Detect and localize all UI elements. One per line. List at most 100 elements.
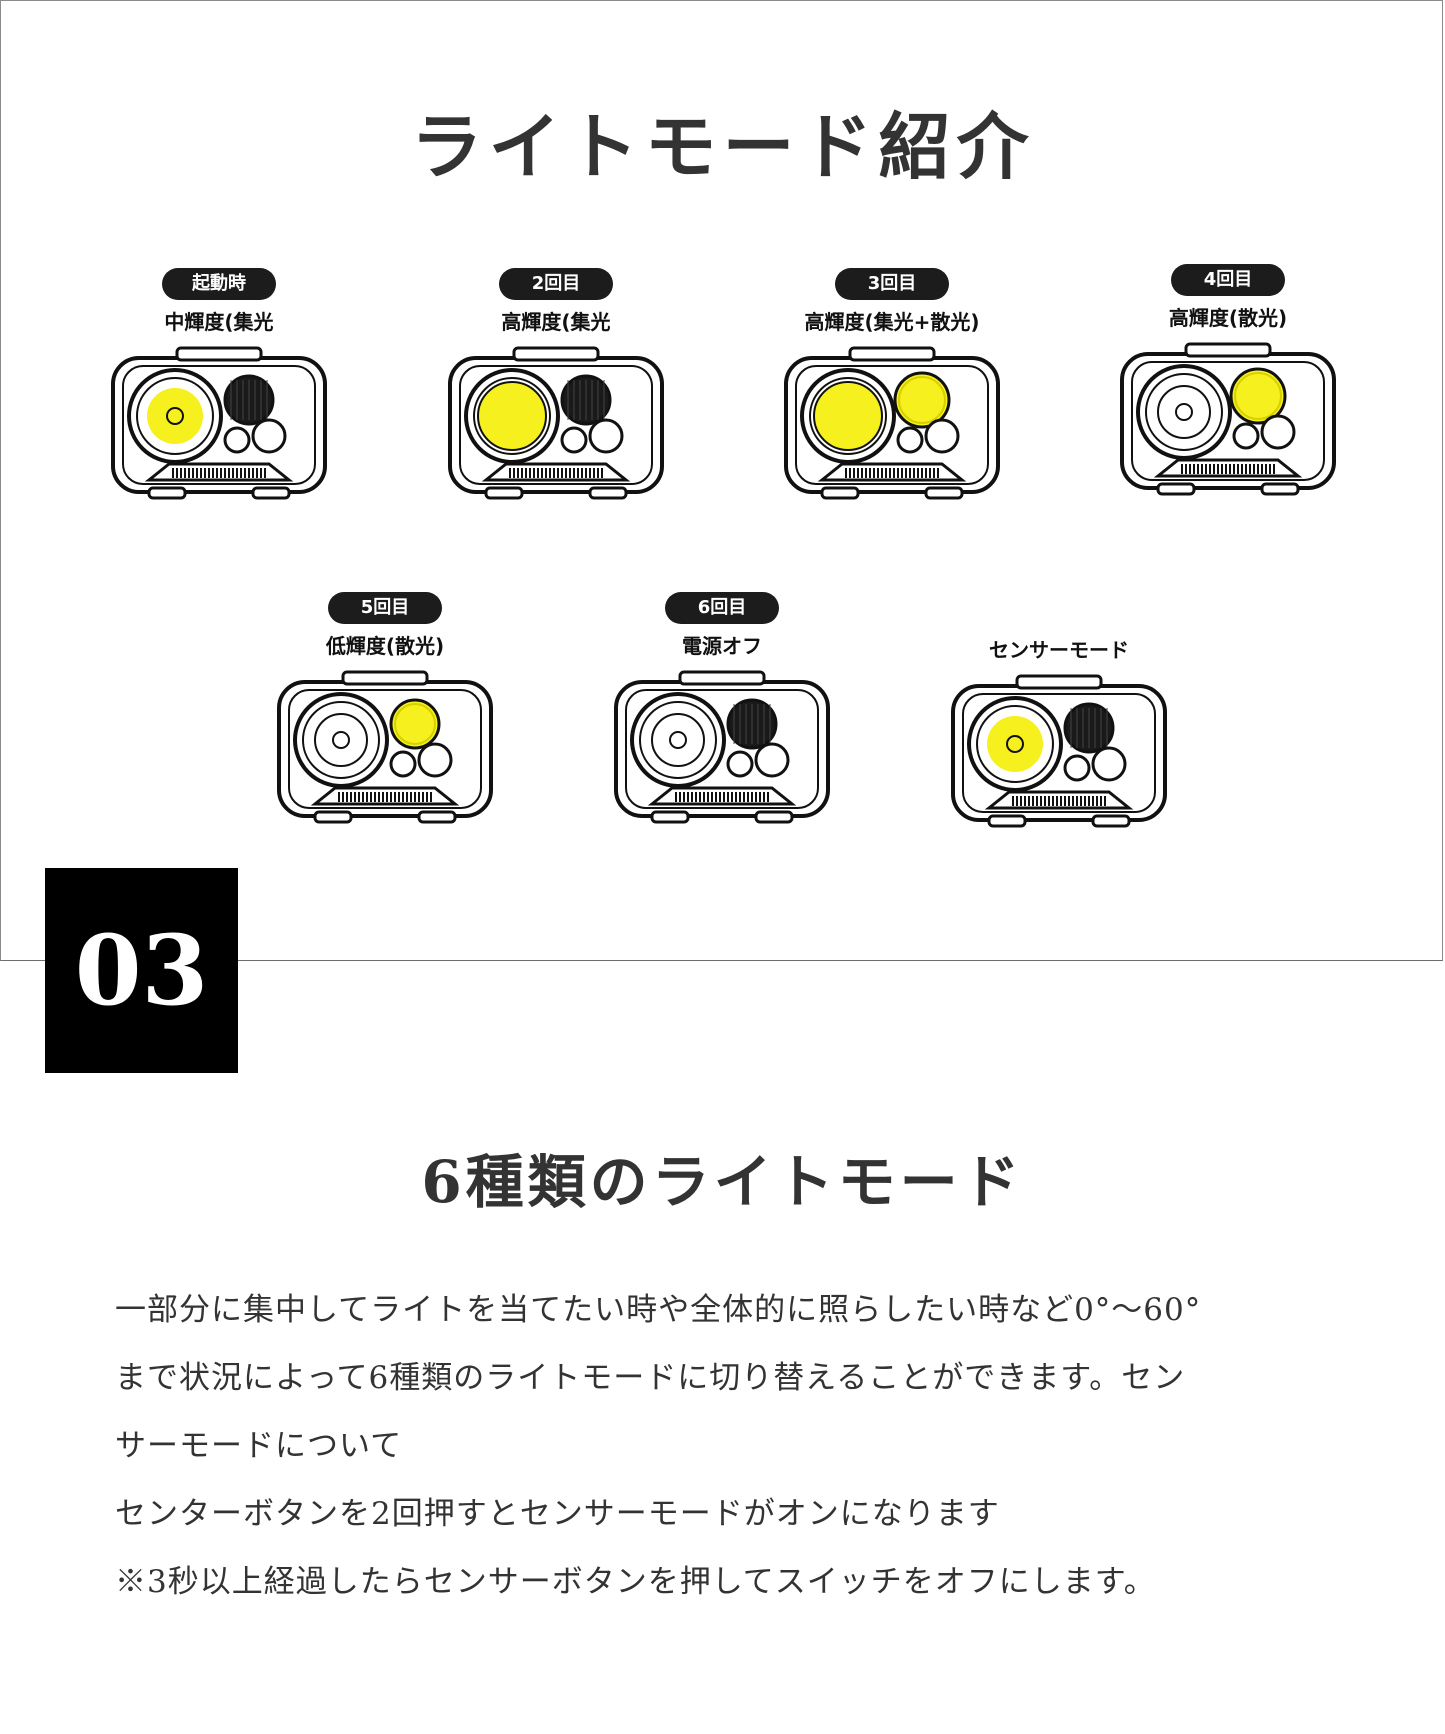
headlamp-mid-spot-icon — [111, 346, 327, 500]
spot-lens-center — [332, 731, 350, 749]
lamp-grille — [144, 462, 294, 482]
lamp-top-button — [175, 346, 263, 362]
lamp-foot — [754, 810, 794, 824]
mode-label: 高輝度(散光) — [1168, 306, 1288, 330]
sensor-circle-small — [223, 426, 251, 454]
lamp-foot — [820, 486, 860, 500]
spot-lens-inner — [314, 713, 368, 767]
spot-lens-lit — [813, 381, 883, 451]
sensor-circle-small — [1232, 422, 1260, 450]
lamp-foot — [924, 486, 964, 500]
flood-lens-ring — [1234, 372, 1282, 420]
lamp-grille — [1153, 458, 1303, 478]
description: 一部分に集中してライトを当てたい時や全体的に照らしたい時など0°〜60° まで状… — [115, 1276, 1345, 1616]
flood-lens-ring — [394, 703, 436, 745]
sensor-circle-small — [560, 426, 588, 454]
sensor-circle-large — [251, 418, 287, 454]
description-line: まで状況によって6種類のライトモードに切り替えることができます。セン — [115, 1360, 1186, 1396]
lamp-foot — [251, 486, 291, 500]
flood-lens-lit — [389, 698, 441, 750]
mode-badge: 6回目 — [665, 592, 779, 624]
page-title: ライトモード紹介 — [410, 104, 1035, 189]
lamp-foot — [1260, 482, 1300, 496]
mode-badge: 3回目 — [835, 268, 949, 300]
mode-card-4: 4回目 高輝度(散光) — [1113, 264, 1343, 500]
lamp-foot — [417, 810, 457, 824]
mode-label: 中輝度(集光 — [164, 310, 274, 334]
lamp-inner-rim — [122, 365, 316, 485]
mode-label: 高輝度(集光+散光) — [804, 310, 980, 334]
lamp-grille — [817, 462, 967, 482]
lamp-grille — [647, 786, 797, 806]
mode-label: 高輝度(集光 — [501, 310, 611, 334]
lamp-foot — [650, 810, 690, 824]
spot-lens-lit — [477, 381, 547, 451]
lamp-foot — [1091, 814, 1131, 828]
lamp-inner-rim — [795, 365, 989, 485]
description-line: 一部分に集中してライトを当てたい時や全体的に照らしたい時など0°〜60° — [115, 1292, 1202, 1328]
lamp-top-button — [848, 346, 936, 362]
lamp-grille — [984, 790, 1134, 810]
lamp-grille — [481, 462, 631, 482]
lamp-foot — [1156, 482, 1196, 496]
mode-card-2: 2回目 高輝度(集光 — [441, 268, 671, 504]
sensor-circle-small — [389, 750, 417, 778]
spot-lens-inner — [1157, 385, 1211, 439]
lamp-top-button — [341, 670, 429, 686]
mode-label: センサーモード — [989, 638, 1129, 662]
sensor-circle-small — [726, 750, 754, 778]
sensor-circle-small — [896, 426, 924, 454]
lamp-foot — [987, 814, 1027, 828]
lamp-top-button — [1184, 342, 1272, 358]
description-line: ※3秒以上経過したらセンサーボタンを押してスイッチをオフにします。 — [115, 1564, 1156, 1600]
spot-lens-center — [1006, 735, 1024, 753]
lamp-grille — [310, 786, 460, 806]
flood-lens-lit — [893, 371, 951, 429]
sensor-circle-large — [588, 418, 624, 454]
section-number: 03 — [45, 868, 238, 1073]
lamp-foot — [313, 810, 353, 824]
top-panel-frame — [0, 0, 1443, 961]
headlamp-high-flood-icon — [1120, 342, 1336, 496]
mode-label: 低輝度(散光) — [325, 634, 445, 658]
lamp-inner-rim — [288, 689, 482, 809]
lamp-top-button — [678, 670, 766, 686]
mode-card-1: 起動時 中輝度(集光 — [104, 268, 334, 504]
lamp-foot — [588, 486, 628, 500]
lamp-top-button — [1015, 674, 1103, 690]
spot-lens-center — [1175, 403, 1193, 421]
lamp-foot — [147, 486, 187, 500]
spot-lens-glow — [987, 716, 1043, 772]
sensor-circle-large — [754, 742, 790, 778]
mode-badge: 2回目 — [499, 268, 613, 300]
sensor-circle-large — [1091, 746, 1127, 782]
spot-lens-inner — [651, 713, 705, 767]
lamp-inner-rim — [1131, 361, 1325, 481]
lamp-inner-rim — [625, 689, 819, 809]
mode-badge: 起動時 — [162, 268, 276, 300]
description-line: サーモードについて — [115, 1428, 403, 1464]
section-subtitle: 6種類のライトモード — [421, 1148, 1024, 1216]
sensor-circle-large — [924, 418, 960, 454]
mode-badge: 5回目 — [328, 592, 442, 624]
description-line: センターボタンを2回押すとセンサーモードがオンになります — [115, 1496, 1000, 1532]
lamp-inner-rim — [962, 693, 1156, 813]
lamp-foot — [484, 486, 524, 500]
headlamp-low-flood-icon — [277, 670, 493, 824]
spot-lens-center — [166, 407, 184, 425]
mode-label: 電源オフ — [682, 634, 762, 658]
sensor-circle-small — [1063, 754, 1091, 782]
mode-card-7: センサーモード — [944, 592, 1174, 832]
mode-card-3: 3回目 高輝度(集光+散光) — [777, 268, 1007, 504]
sensor-circle-large — [417, 742, 453, 778]
sensor-circle-large — [1260, 414, 1296, 450]
spot-lens-center — [669, 731, 687, 749]
mode-card-5: 5回目 低輝度(散光) — [270, 592, 500, 828]
headlamp-high-both-icon — [784, 346, 1000, 500]
headlamp-off-icon — [614, 670, 830, 824]
flood-lens-lit — [1229, 367, 1287, 425]
mode-card-6: 6回目 電源オフ — [607, 592, 837, 828]
mode-badge: 4回目 — [1171, 264, 1285, 296]
headlamp-high-spot-icon — [448, 346, 664, 500]
headlamp-sensor-icon — [951, 674, 1167, 828]
